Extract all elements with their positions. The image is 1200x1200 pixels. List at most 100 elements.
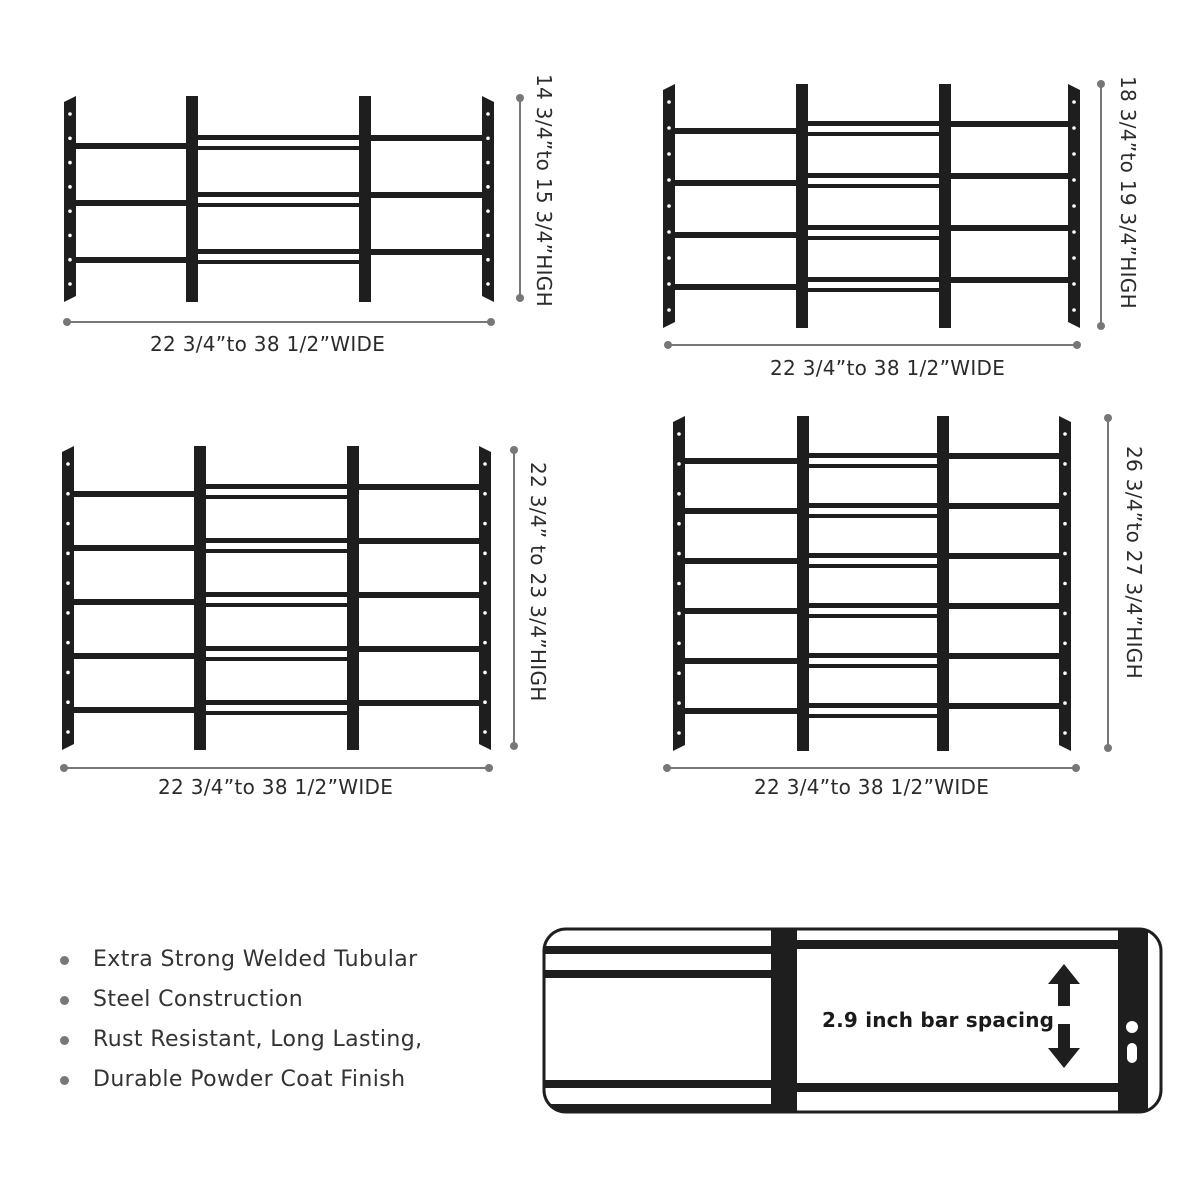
detail-bar: [544, 1104, 780, 1112]
detail-upright: [1118, 929, 1148, 1112]
mounting-hole: [677, 432, 681, 436]
window-guard-panel-4: [673, 416, 1071, 751]
mounting-hole: [66, 670, 70, 675]
mounting-hole: [486, 160, 490, 165]
width-label-panel-1: 22 3/4”to 38 1/2”WIDE: [150, 332, 386, 356]
mounting-hole: [677, 731, 681, 735]
mounting-hole: [483, 551, 487, 556]
dimension-endpoint: [510, 446, 518, 454]
mounting-hole: [483, 491, 487, 496]
mounting-hole: [68, 233, 72, 238]
up-down-arrow-icon: [1048, 964, 1080, 1068]
mounting-hole: [1063, 432, 1067, 436]
mounting-hole: [1072, 230, 1076, 234]
mounting-hole: [677, 641, 681, 646]
mounting-hole: [1072, 204, 1076, 208]
mounting-hole: [1063, 521, 1067, 526]
mounting-hole: [68, 112, 72, 116]
horizontal-bar: [806, 132, 941, 136]
mounting-hole: [66, 491, 70, 496]
horizontal-bar: [204, 538, 349, 543]
horizontal-bar: [70, 257, 194, 263]
mounting-hole: [483, 521, 487, 526]
mounting-hole: [1072, 178, 1076, 182]
upright: [186, 96, 198, 302]
mounting-hole: [68, 160, 72, 165]
horizontal-bar: [353, 646, 483, 652]
mounting-hole: [1063, 701, 1067, 705]
horizontal-bar: [943, 603, 1063, 609]
horizontal-bar: [196, 260, 361, 264]
height-label-panel-3: 22 3/4” to 23 3/4”HIGH: [526, 462, 550, 702]
horizontal-bar: [204, 711, 349, 715]
upright: [347, 446, 359, 750]
mounting-hole: [1063, 671, 1067, 675]
horizontal-bar: [807, 464, 939, 468]
dimension-endpoint: [510, 742, 518, 750]
horizontal-bar: [943, 653, 1063, 659]
mounting-hole: [1063, 731, 1067, 735]
upright: [797, 416, 809, 751]
mounting-hole: [667, 100, 671, 104]
mounting-hole: [483, 700, 487, 705]
mounting-hole: [66, 551, 70, 556]
horizontal-bar: [204, 484, 349, 489]
horizontal-bar: [679, 508, 805, 514]
width-label-panel-4: 22 3/4”to 38 1/2”WIDE: [754, 775, 990, 799]
mounting-hole: [486, 185, 490, 189]
horizontal-bar: [943, 503, 1063, 509]
horizontal-bar: [943, 453, 1063, 459]
upright: [482, 96, 494, 302]
horizontal-bar: [669, 232, 804, 238]
dimension-endpoint: [63, 318, 71, 326]
mounting-hole: [677, 492, 681, 496]
horizontal-bar: [365, 249, 486, 255]
dimension-lines: [60, 80, 1112, 772]
mounting-hole: [66, 700, 70, 705]
horizontal-bar: [807, 514, 939, 518]
mounting-hole: [486, 136, 490, 141]
mounting-hole: [486, 282, 490, 286]
mounting-hole: [486, 257, 490, 262]
horizontal-bar: [945, 277, 1072, 283]
mounting-hole: [677, 701, 681, 705]
upright: [939, 84, 951, 328]
arrow-down: [1048, 1024, 1080, 1068]
mounting-hole: [677, 551, 681, 556]
mounting-hole: [677, 611, 681, 616]
mounting-hole: [66, 611, 70, 615]
mounting-hole: [1063, 551, 1067, 556]
mounting-hole: [483, 611, 487, 615]
window-guard-panel-3: [62, 446, 491, 750]
horizontal-bar: [807, 614, 939, 618]
dimension-endpoint: [487, 318, 495, 326]
dimension-endpoint: [663, 764, 671, 772]
width-label-panel-3: 22 3/4”to 38 1/2”WIDE: [158, 775, 394, 799]
mounting-hole: [68, 282, 72, 286]
upright: [479, 446, 491, 750]
mounting-hole: [1072, 282, 1076, 286]
mounting-hole: [677, 521, 681, 526]
mounting-hole: [667, 152, 671, 156]
dimension-endpoint: [1104, 414, 1112, 422]
mounting-hole: [66, 521, 70, 526]
horizontal-bar: [353, 592, 483, 598]
mounting-hole: [1072, 152, 1076, 156]
mounting-hole: [483, 640, 487, 645]
horizontal-bar: [68, 599, 202, 605]
horizontal-bar: [70, 200, 194, 206]
dimension-endpoint: [516, 94, 524, 102]
horizontal-bar: [365, 135, 486, 141]
mounting-hole: [1063, 462, 1067, 466]
mounting-hole: [66, 581, 70, 585]
horizontal-bar: [943, 553, 1063, 559]
width-label-panel-2: 22 3/4”to 38 1/2”WIDE: [770, 356, 1006, 380]
horizontal-bar: [204, 700, 349, 705]
dimension-endpoint: [485, 764, 493, 772]
horizontal-bar: [945, 121, 1072, 127]
mounting-hole: [667, 230, 671, 234]
horizontal-bar: [204, 657, 349, 661]
mounting-hole: [667, 126, 671, 130]
mounting-hole: [483, 670, 487, 675]
mounting-hole: [667, 282, 671, 286]
